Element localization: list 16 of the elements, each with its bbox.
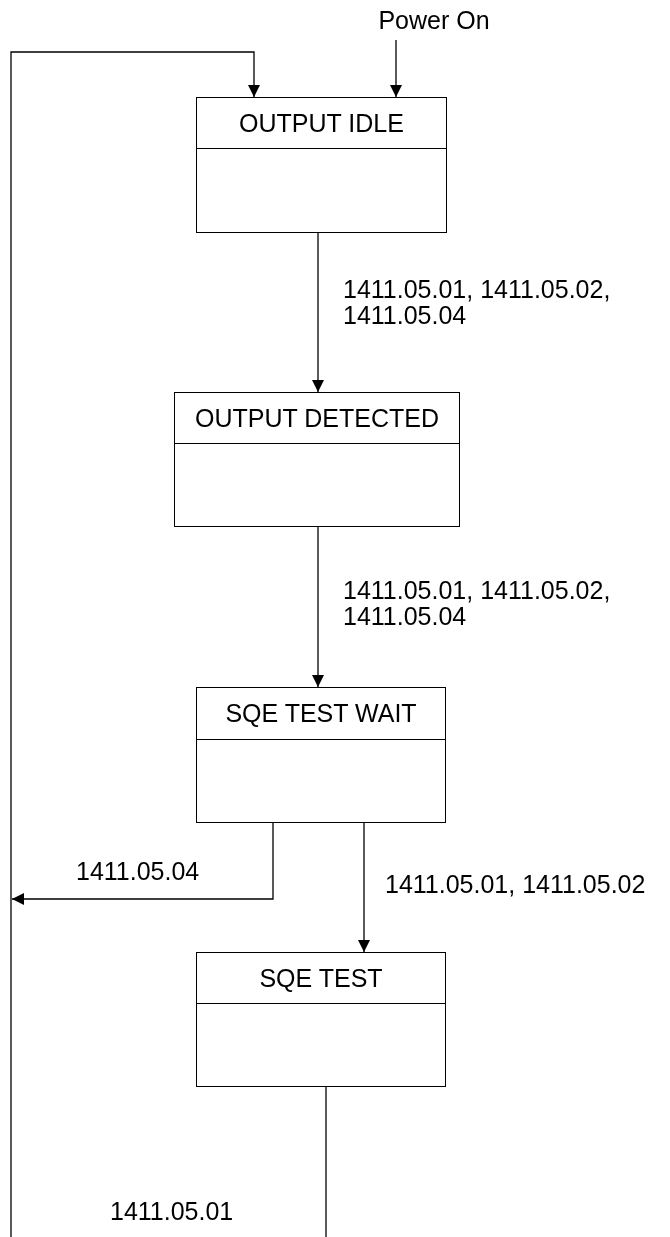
state-box [196,97,447,233]
arrow [312,526,324,688]
arrow [312,232,324,393]
state-box [196,687,446,823]
state-title: SQE TEST WAIT [197,688,445,740]
arrow [11,822,274,905]
start-label: Power On [376,6,492,35]
state-title: OUTPUT IDLE [197,98,446,149]
state-box [196,952,446,1087]
state-box [174,392,460,527]
connector-line [325,1086,327,1237]
arrow [358,822,370,953]
state-title: SQE TEST [197,953,445,1004]
state-title: OUTPUT DETECTED [175,393,459,444]
arrow [390,39,402,98]
arrow [10,51,260,1237]
